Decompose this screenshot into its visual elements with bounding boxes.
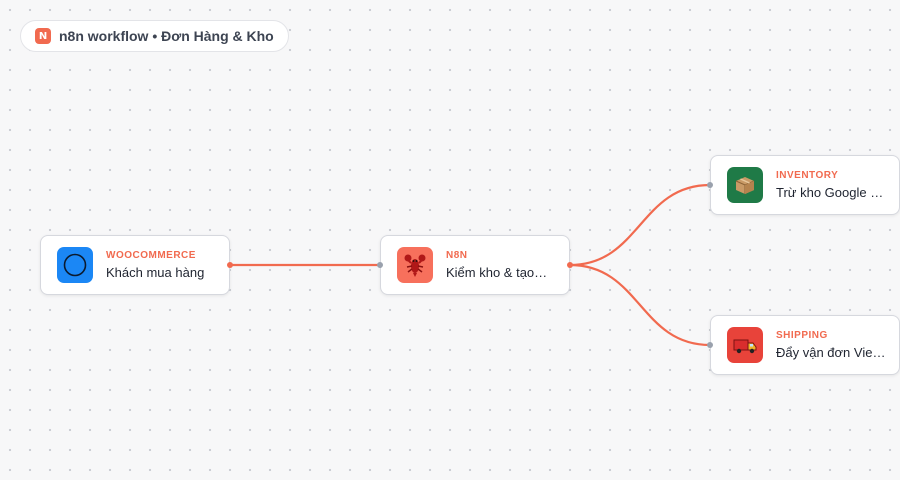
node-woocommerce[interactable]: WOOCOMMERCE Khách mua hàng [40,235,230,295]
package-icon [735,177,755,194]
circle-icon [63,253,87,277]
truck-icon [733,339,757,354]
node-shipping[interactable]: SHIPPING Đẩy vận đơn Viettel Post [710,315,900,375]
input-port-n8n[interactable] [377,262,383,268]
node-category: INVENTORY [776,170,839,181]
woocommerce-icon-tile [57,247,93,283]
node-label: Trừ kho Google Sheets [776,185,885,200]
node-label: Khách mua hàng [106,265,205,280]
workflow-title-badge: N n8n workflow • Đơn Hàng & Kho [20,20,289,52]
connection-n8n-shipping[interactable] [569,263,711,347]
output-port-n8n[interactable] [567,262,573,268]
node-label: Kiểm kho & tạo đơn [446,265,550,280]
input-port-inventory[interactable] [707,182,713,188]
connection-n8n-inventory[interactable] [569,183,711,267]
node-label: Đẩy vận đơn Viettel Post [776,345,885,360]
lobster-icon [404,254,426,277]
workflow-title: n8n workflow • Đơn Hàng & Kho [59,28,274,44]
node-category: N8N [446,250,468,261]
n8n-logo-icon: N [35,28,51,44]
node-n8n[interactable]: N8N Kiểm kho & tạo đơn [380,235,570,295]
inventory-icon-tile [727,167,763,203]
input-port-shipping[interactable] [707,342,713,348]
node-category: SHIPPING [776,330,828,341]
shipping-icon-tile [727,327,763,363]
n8n-icon-tile [397,247,433,283]
node-inventory[interactable]: INVENTORY Trừ kho Google Sheets [710,155,900,215]
output-port-woocommerce[interactable] [227,262,233,268]
node-category: WOOCOMMERCE [106,250,196,261]
